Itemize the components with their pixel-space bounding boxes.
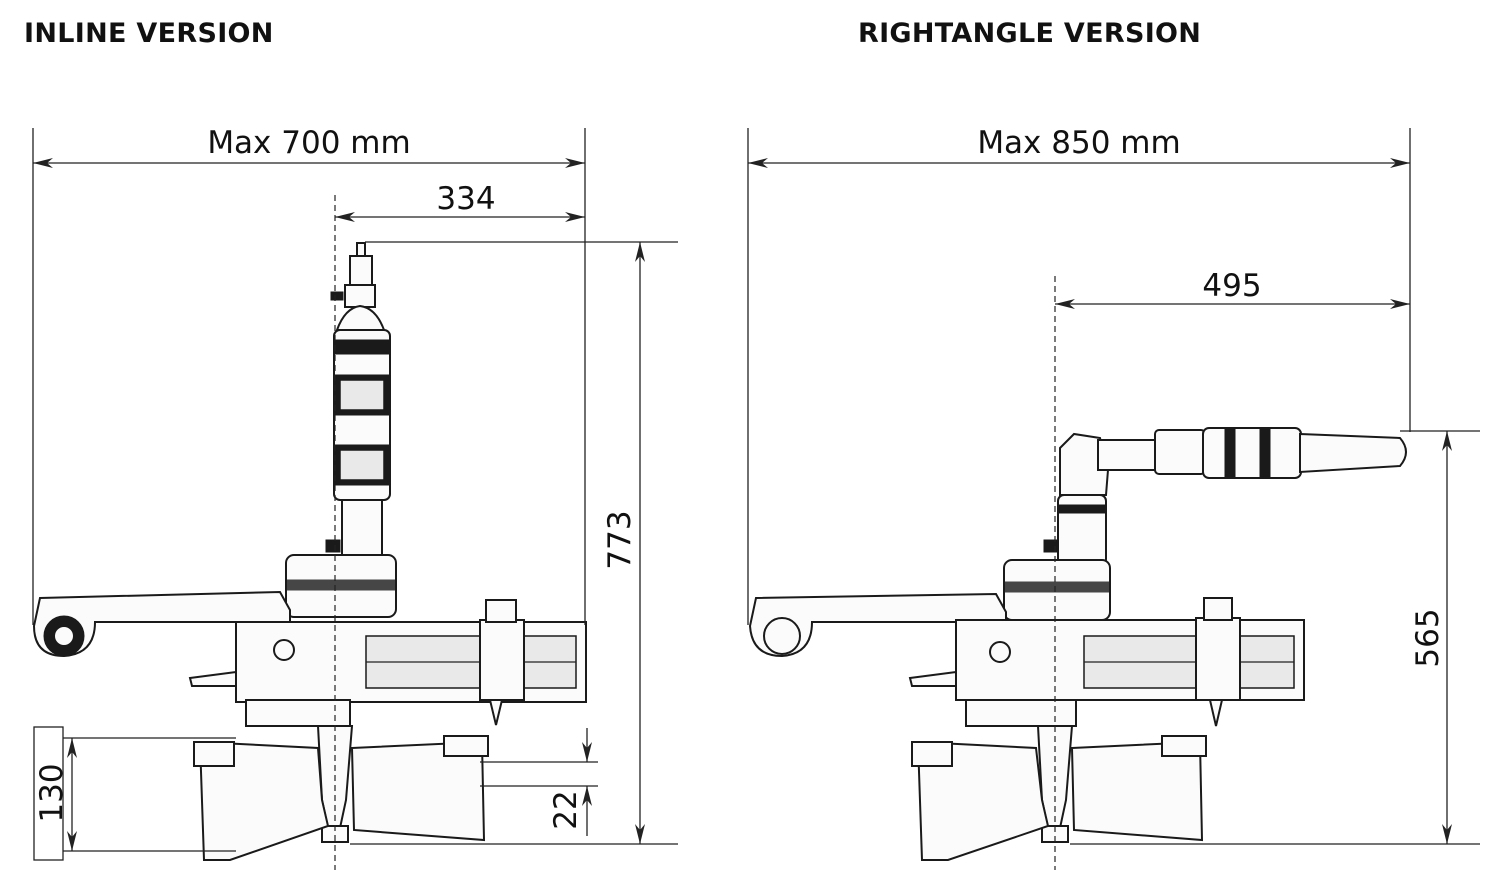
rightangle-carriage — [908, 597, 1305, 727]
inline-max-width-label: Max 700 mm — [207, 125, 410, 161]
inline-carriage — [188, 599, 587, 727]
rightangle-version-heading: RIGHTANGLE VERSION — [858, 18, 1202, 49]
inline-step-label: 22 — [548, 790, 584, 829]
inline-version-heading: INLINE VERSION — [24, 18, 274, 49]
inline-mandrel — [193, 725, 489, 861]
inline-dimensions: Max 700 mm 334 773 130 22 — [32, 125, 678, 870]
inline-base-height-label: 130 — [34, 763, 70, 822]
rightangle-head-and-arm — [748, 559, 1111, 658]
rightangle-max-width-label: Max 850 mm — [977, 125, 1180, 161]
rightangle-height-label: 565 — [1410, 608, 1446, 667]
rightangle-mandrel — [911, 725, 1207, 861]
rightangle-offset-label: 495 — [1202, 268, 1261, 304]
inline-motor — [325, 242, 391, 556]
inline-head-and-arm — [32, 554, 397, 658]
inline-offset-label: 334 — [436, 181, 495, 217]
rightangle-machine-drawing — [748, 427, 1407, 861]
rightangle-dimensions: Max 850 mm 495 565 — [747, 125, 1480, 870]
rightangle-motor — [1043, 427, 1407, 566]
inline-height-label: 773 — [602, 510, 638, 569]
inline-machine-drawing — [32, 242, 587, 861]
